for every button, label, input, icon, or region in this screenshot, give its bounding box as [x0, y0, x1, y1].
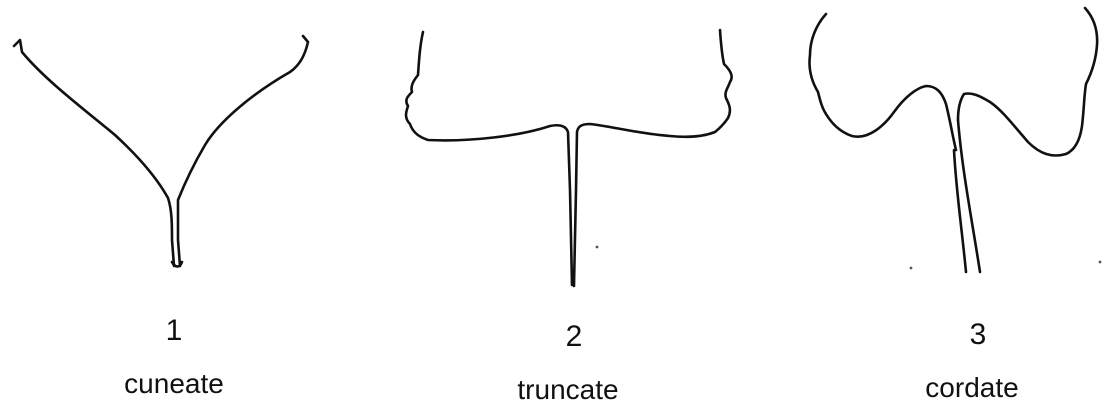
panel-1-number: 1 [74, 316, 274, 346]
cuneate-right-margin [178, 36, 308, 266]
cuneate-leaf-base-drawing [14, 36, 308, 267]
cuneate-petiole-tip [172, 262, 182, 267]
speckle [1099, 261, 1102, 264]
cuneate-left-margin [14, 40, 174, 266]
speckle [910, 267, 913, 270]
panel-3-number: 3 [878, 320, 1078, 350]
cordate-leaf-base-drawing [809, 8, 1097, 272]
cordate-right-lobe [958, 8, 1097, 156]
panel-3-name: cordate [852, 374, 1092, 402]
cordate-petiole-right-edge [958, 120, 980, 272]
truncate-leaf-base-drawing [406, 30, 732, 286]
speckle [596, 246, 599, 249]
truncate-left-margin [406, 32, 572, 285]
panel-1-name: cuneate [54, 370, 294, 398]
truncate-petiole-tip [572, 282, 574, 286]
panel-2-name: truncate [448, 376, 688, 404]
panel-2-number: 2 [474, 322, 674, 352]
cordate-left-lobe [809, 14, 956, 150]
